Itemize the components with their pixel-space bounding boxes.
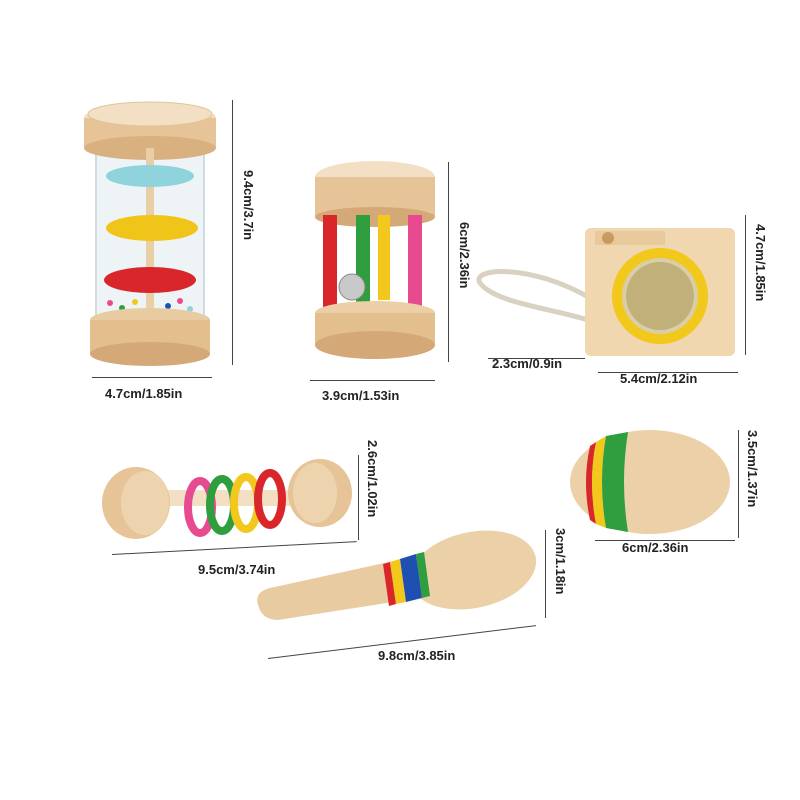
rainstick-toy	[80, 88, 220, 373]
camera-width-line	[598, 372, 738, 373]
ring-rattle-toy	[100, 455, 355, 545]
maraca-height-line	[545, 530, 546, 618]
egg-shaker-height-label: 3.5cm/1.37in	[745, 430, 760, 508]
rainstick-height-label: 9.4cm/3.7in	[241, 170, 256, 241]
camera-toy	[470, 228, 745, 363]
egg-shaker-width-line	[595, 540, 735, 541]
egg-shaker-toy	[568, 428, 733, 536]
rainstick-width-label: 4.7cm/1.85in	[105, 386, 183, 401]
maraca-toy	[248, 530, 543, 630]
egg-shaker-width-label: 6cm/2.36in	[622, 540, 689, 555]
cage-rattle-width-label: 3.9cm/1.53in	[322, 388, 400, 403]
rainstick-width-line	[92, 377, 212, 378]
rainstick-height-line	[232, 100, 233, 365]
camera-width-label: 5.4cm/2.12in	[620, 371, 698, 386]
ring-rattle-height-label: 2.6cm/1.02in	[365, 440, 380, 518]
cage-rattle-height-line	[448, 162, 449, 362]
maraca-length-label: 9.8cm/3.85in	[378, 648, 456, 663]
cage-rattle-width-line	[310, 380, 435, 381]
camera-lens-label: 2.3cm/0.9in	[492, 356, 563, 371]
camera-height-label: 4.7cm/1.85in	[753, 224, 768, 302]
maraca-height-label: 3cm/1.18in	[553, 528, 568, 595]
ring-rattle-height-line	[358, 455, 359, 540]
egg-shaker-height-line	[738, 430, 739, 538]
camera-lens-line	[488, 358, 585, 359]
ring-rattle-length-label: 9.5cm/3.74in	[198, 562, 276, 577]
camera-height-line	[745, 215, 746, 355]
cage-rattle-toy	[308, 155, 443, 370]
